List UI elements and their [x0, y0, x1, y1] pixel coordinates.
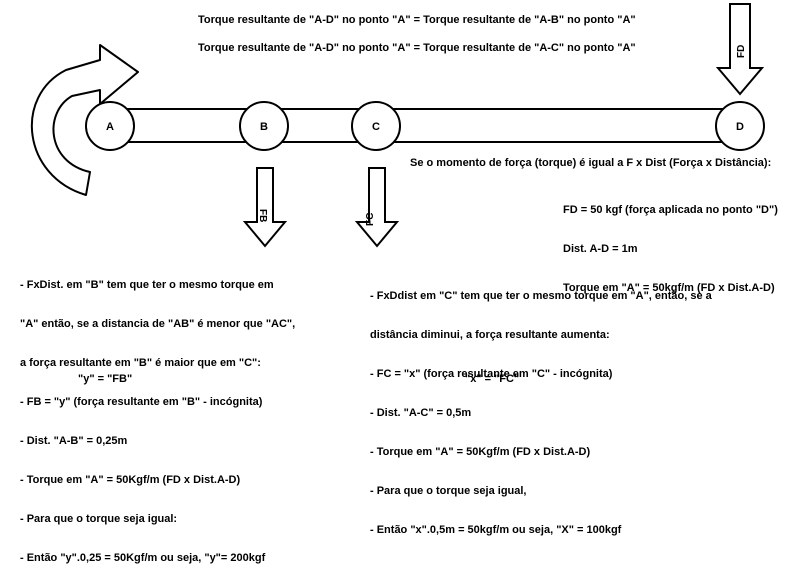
right-line: - Para que o torque seja igual, [370, 485, 527, 497]
left-line: - Dist. "A-B" = 0,25m [20, 435, 128, 447]
right-line: - FC = "x" (força resultante em "C" - in… [370, 368, 613, 380]
fb-result: "y" = "FB" [78, 373, 133, 385]
node-d-label: D [736, 121, 744, 133]
node-b-circle [239, 101, 289, 151]
force-label-fd: FD [736, 45, 747, 58]
equation-line-1: Torque resultante de "A-D" no ponto "A" … [198, 14, 636, 26]
force-arrow-fc [354, 167, 400, 248]
left-line: - Para que o torque seja igual: [20, 513, 178, 525]
node-a-label: A [106, 121, 114, 133]
diagram-canvas: A B C D FD FB FC [30, 3, 765, 248]
left-line: - FxDist. em "B" tem que ter o mesmo tor… [20, 279, 274, 291]
force-label-fb: FB [257, 209, 268, 222]
right-line: distância diminui, a força resultante au… [370, 329, 610, 341]
moment-heading: Se o momento de força (torque) é igual a… [410, 157, 772, 169]
left-line: "A" então, se a distancia de "AB" é meno… [20, 318, 296, 330]
left-line: - Então "y".0,25 = 50Kgf/m ou seja, "y"=… [20, 552, 266, 564]
left-line: a força resultante em "B" é maior que em… [20, 357, 261, 369]
node-c-circle [351, 101, 401, 151]
beam [99, 108, 741, 143]
force-label-fc: FC [365, 213, 376, 226]
moment-list: FD = 50 kgf (força aplicada no ponto "D"… [563, 178, 778, 308]
right-line: - FxDdist em "C" tem que ter o mesmo tor… [370, 290, 712, 302]
moment-item: FD = 50 kgf (força aplicada no ponto "D"… [563, 204, 778, 216]
right-line: - Torque em "A" = 50Kgf/m (FD x Dist.A-D… [370, 446, 591, 458]
right-line: - Dist. "A-C" = 0,5m [370, 407, 472, 419]
left-explanation: - FxDist. em "B" tem que ter o mesmo tor… [20, 253, 295, 578]
node-b-label: B [260, 121, 268, 133]
node-a-circle [85, 101, 135, 151]
moment-item: Dist. A-D = 1m [563, 243, 638, 255]
moment-item: Torque em "A" = 50kgf/m (FD x Dist.A-D) [563, 282, 775, 294]
left-line: - Torque em "A" = 50Kgf/m (FD x Dist.A-D… [20, 474, 241, 486]
right-explanation: - FxDdist em "C" tem que ter o mesmo tor… [370, 264, 712, 550]
fc-result: "x" = "FC" [465, 373, 520, 385]
left-line: - FB = "y" (força resultante em "B" - in… [20, 396, 263, 408]
node-c-label: C [372, 121, 380, 133]
right-line: - Então "x".0,5m = 50kgf/m ou seja, "X" … [370, 524, 622, 536]
force-arrow-fb [242, 167, 288, 248]
node-d-circle [715, 101, 765, 151]
force-arrow-fd [715, 3, 765, 96]
curved-torque-arrow [30, 44, 139, 196]
equation-line-2: Torque resultante de "A-D" no ponto "A" … [198, 42, 636, 54]
